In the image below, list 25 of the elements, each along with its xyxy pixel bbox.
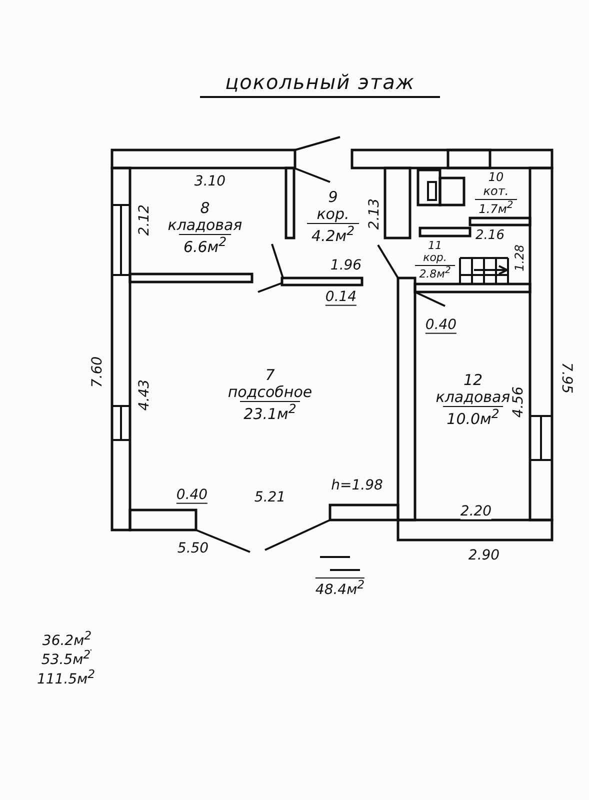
dimension-label: 1.28 bbox=[513, 244, 527, 272]
room-area: 2.8м$^{2}$ bbox=[415, 264, 455, 282]
dimension-label: 36.2м$^{2}$ bbox=[42, 629, 92, 651]
room-area: 23.1м$^{2}$ bbox=[240, 401, 300, 424]
dimension-label: 0.14 bbox=[325, 290, 357, 306]
plan-title: цокольный этаж bbox=[200, 70, 440, 98]
room-name: кладовая bbox=[168, 216, 242, 234]
room-area: 1.7м$^{2}$ bbox=[474, 198, 518, 217]
room-name: кот. bbox=[483, 185, 509, 199]
dimension-label: 0.40 bbox=[176, 488, 208, 504]
room-name: кор. bbox=[423, 252, 447, 265]
room-number: 8 bbox=[200, 200, 210, 217]
room-name: подсобное bbox=[228, 384, 312, 402]
room-area: 10.0м$^{2}$ bbox=[442, 406, 504, 428]
room-number: 10 bbox=[488, 171, 504, 186]
room-number: 12 bbox=[463, 372, 483, 389]
dimension-label: 0.40 bbox=[425, 318, 457, 334]
room-name: кладовая bbox=[436, 388, 510, 406]
dimension-label: 2.20 bbox=[460, 504, 492, 520]
room-name: кор. bbox=[316, 206, 350, 224]
room-number: 7 bbox=[265, 366, 275, 384]
room-area: 4.2м$^{2}$ bbox=[307, 223, 359, 246]
room-area: 6.6м$^{2}$ bbox=[179, 234, 231, 256]
room-number: 9 bbox=[328, 188, 338, 206]
room-number: 11 bbox=[428, 240, 442, 252]
